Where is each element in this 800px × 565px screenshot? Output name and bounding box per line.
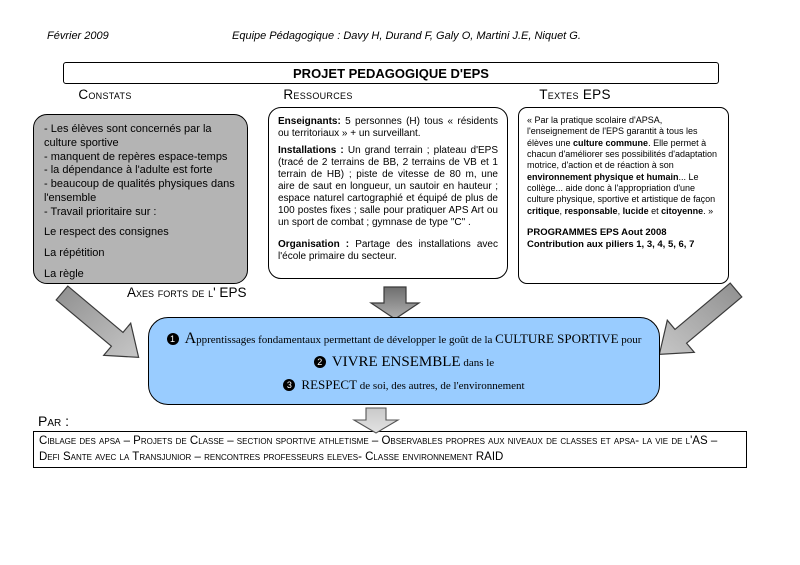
- constats-header: Constats: [78, 87, 132, 102]
- constats-priority: La règle: [44, 267, 84, 280]
- ressources-header: Ressources: [283, 87, 353, 102]
- axes-item-3-text: RESPECT de soi, des autres, de l'environ…: [301, 377, 525, 392]
- axes-item-2-text: VIVRE ENSEMBLE dans le: [331, 354, 495, 370]
- axes-box: 1 Apprentissages fondamentaux permettant …: [148, 317, 660, 405]
- actions-text: Ciblage des apsa – Projets de Classe – s…: [39, 435, 718, 463]
- contribution-line: Contribution aux piliers 1, 3, 4, 5, 6, …: [527, 239, 695, 251]
- arrow-constats-down-icon: [55, 285, 140, 358]
- circled-1-icon: 1: [166, 333, 179, 345]
- page-title: PROJET PEDAGOGIQUE D'EPS: [293, 66, 489, 81]
- constats-box: - Les élèves sont concernés par la cultu…: [33, 114, 248, 284]
- doc-date: Février 2009: [47, 30, 109, 42]
- circled-3-icon: 3: [283, 379, 296, 391]
- axes-forts-label: Axes forts de l' EPS: [127, 285, 247, 300]
- enseignants-paragraph: Enseignants: 5 personnes (H) tous « rési…: [278, 116, 498, 139]
- textes-quote: « Par la pratique scolaire d'APSA, l'ens…: [527, 115, 718, 216]
- doc-team: Equipe Pédagogique : Davy H, Durand F, G…: [232, 30, 581, 42]
- constats-item: - la dépendance à l'adulte est forte: [44, 164, 213, 177]
- constats-priority: Le respect des consignes: [44, 226, 169, 239]
- programmes-line: PROGRAMMES EPS Aout 2008: [527, 226, 667, 238]
- arrow-axes-to-actions-icon: [351, 407, 401, 434]
- organisation-paragraph: Organisation : Partage des installations…: [278, 239, 498, 262]
- constats-item: - Travail prioritaire sur :: [44, 205, 157, 218]
- axes-item-2: 2 VIVRE ENSEMBLE dans le: [149, 354, 659, 371]
- arrow-ressources-down-icon: [369, 286, 421, 320]
- ressources-box: Enseignants: 5 personnes (H) tous « rési…: [268, 107, 508, 279]
- constats-item: - Les élèves sont concernés par la cultu…: [44, 123, 212, 149]
- arrow-textes-down-icon: [658, 282, 743, 355]
- circled-2-icon: 2: [313, 356, 326, 368]
- par-label: Par :: [38, 413, 70, 429]
- title-box: PROJET PEDAGOGIQUE D'EPS: [63, 62, 719, 84]
- axes-item-1-text: Apprentissages fondamentaux permettant d…: [184, 330, 642, 347]
- axes-item-3: 3 RESPECT de soi, des autres, de l'enviro…: [149, 377, 659, 393]
- textes-box: « Par la pratique scolaire d'APSA, l'ens…: [518, 107, 729, 284]
- axes-item-1: 1 Apprentissages fondamentaux permettant …: [149, 330, 659, 348]
- constats-item: - manquent de repères espace-temps: [44, 150, 228, 163]
- actions-box: Ciblage des apsa – Projets de Classe – s…: [33, 431, 747, 468]
- textes-header: Textes EPS: [539, 87, 611, 102]
- constats-item: - beaucoup de qualités physiques dans l'…: [44, 178, 235, 204]
- constats-priority: La répétition: [44, 247, 105, 259]
- installations-paragraph: Installations : Un grand terrain ; plate…: [278, 145, 499, 228]
